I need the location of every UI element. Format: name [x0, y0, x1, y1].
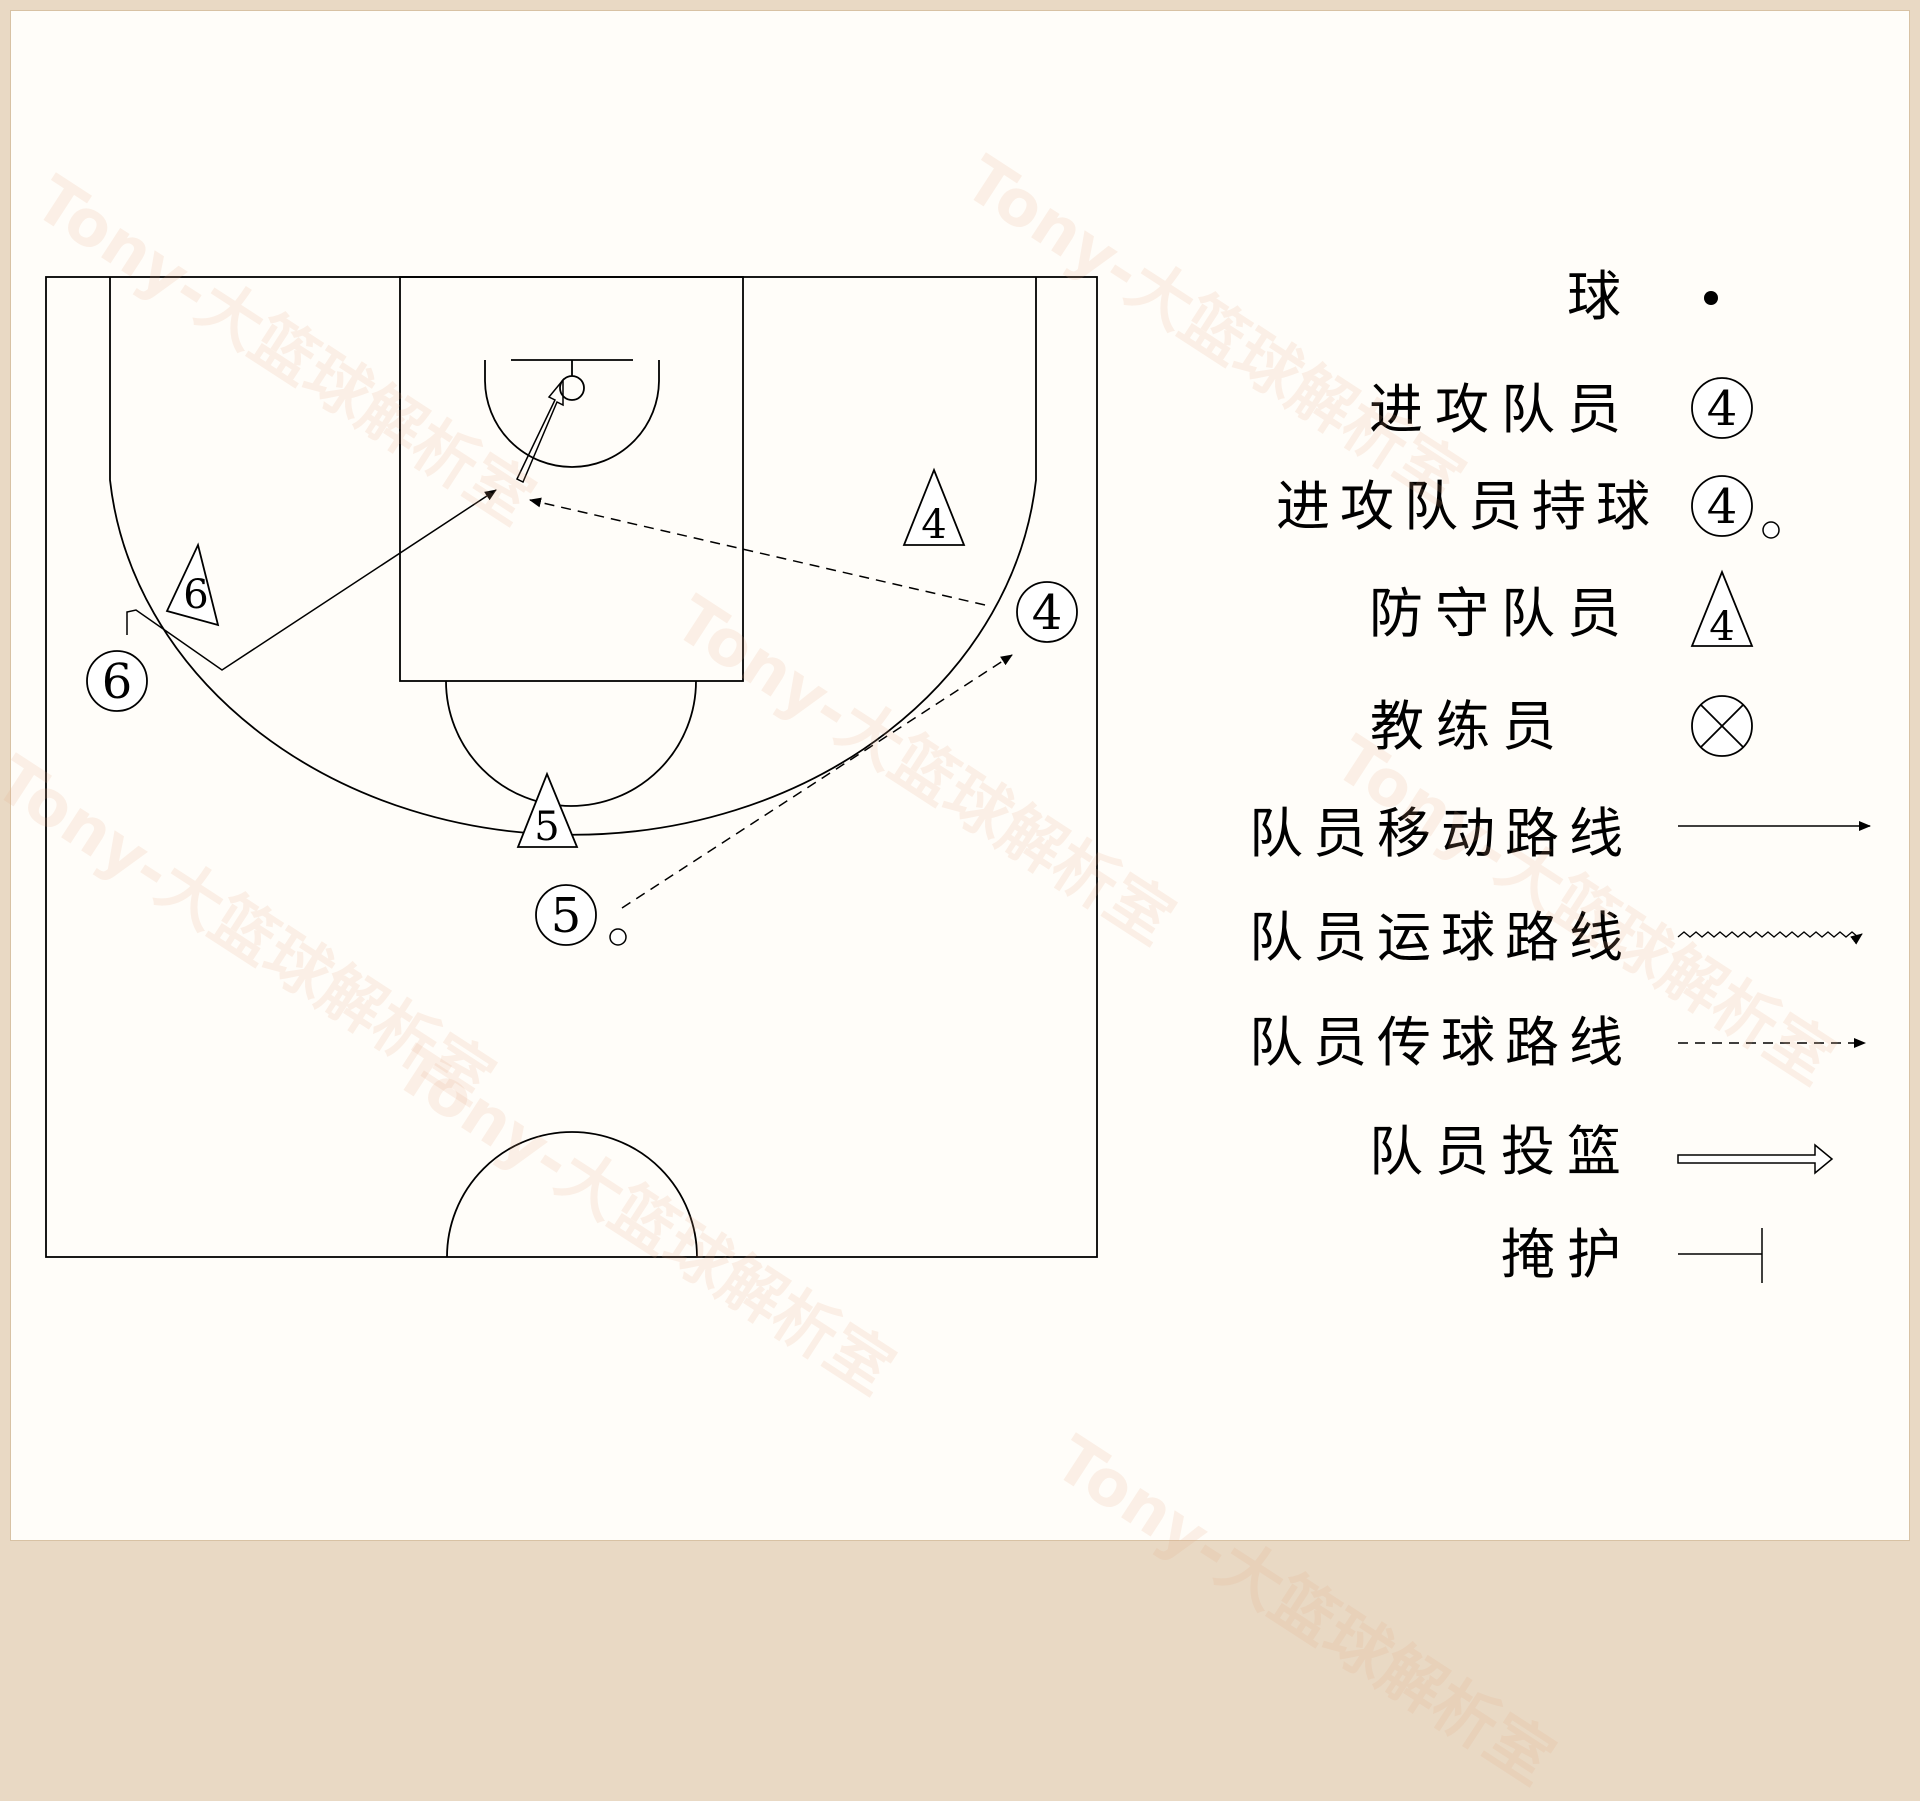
- shot-arrow-icon: [1677, 1143, 1834, 1175]
- legend-label-screen: 掩护: [1501, 1223, 1633, 1286]
- ball-icon: [1704, 291, 1718, 305]
- center-circle: [446, 1131, 698, 1258]
- offense-player-6-label: 6: [102, 654, 133, 710]
- screen-icon: [1678, 1228, 1763, 1283]
- rim: [559, 375, 585, 401]
- legend-defense-player-number: 4: [1709, 604, 1734, 650]
- legend-offense-player-number: 4: [1707, 381, 1738, 437]
- defense-player-icon: [1690, 569, 1754, 647]
- offense-player-5-with-ball: 5: [535, 884, 627, 946]
- offense-player-with-ball-icon: [1691, 475, 1753, 537]
- offense-player-icon: [1691, 377, 1753, 439]
- legend: 球 进攻队员 4 进攻队员持球 4 防守队员 4 教练员 队员移动路线 队员运球…: [1249, 265, 1871, 1286]
- half-court: [45, 276, 1098, 1258]
- ball-icon: [1762, 521, 1780, 539]
- defense-player-5-label: 5: [534, 804, 559, 850]
- coach-icon: [1691, 695, 1753, 757]
- legend-label-ball: 球: [1567, 265, 1633, 328]
- legend-label-dribble-path: 队员运球路线: [1249, 906, 1633, 969]
- legend-label-offense-with-ball: 进攻队员持球: [1276, 475, 1660, 538]
- defense-player-5: 5: [516, 771, 579, 850]
- ball-icon: [609, 928, 627, 946]
- defense-player-6-label: 6: [183, 572, 208, 618]
- offense-player-4-label: 4: [1032, 585, 1063, 641]
- defense-player-4-label: 4: [921, 502, 946, 548]
- offense-player-6: 6: [86, 650, 148, 712]
- legend-offense-with-ball-number: 4: [1707, 479, 1738, 535]
- three-point-line: [109, 277, 1037, 836]
- offense-player-5-label: 5: [551, 888, 582, 944]
- shot-arrow: [516, 377, 564, 484]
- defense-player-6: 6: [165, 542, 220, 627]
- dribble-arrow-icon: [1677, 931, 1863, 945]
- paint-lane: [399, 276, 744, 682]
- legend-label-defense-player: 防守队员: [1369, 582, 1633, 645]
- legend-label-pass-path: 队员传球路线: [1249, 1011, 1633, 1074]
- legend-label-shot: 队员投篮: [1369, 1120, 1633, 1183]
- legend-label-offense-player: 进攻队员: [1369, 378, 1633, 441]
- defense-player-4: 4: [902, 467, 966, 548]
- offense-player-4: 4: [1016, 581, 1078, 643]
- pass-path-4-to-rim: [529, 497, 986, 606]
- play-paths: [126, 377, 1013, 909]
- free-throw-circle: [445, 680, 697, 807]
- legend-label-coach: 教练员: [1370, 695, 1568, 758]
- pass-path-5-to-4: [621, 654, 1013, 909]
- restricted-area-arc: [484, 360, 660, 468]
- player-6-move-path: [126, 489, 497, 671]
- court-boundary: [45, 276, 1098, 1258]
- diagram-frame: Tony-大篮球解析室 Tony-大篮球解析室 Tony-大篮球解析室 Tony…: [0, 10, 1910, 1799]
- legend-label-move-path: 队员移动路线: [1249, 802, 1633, 865]
